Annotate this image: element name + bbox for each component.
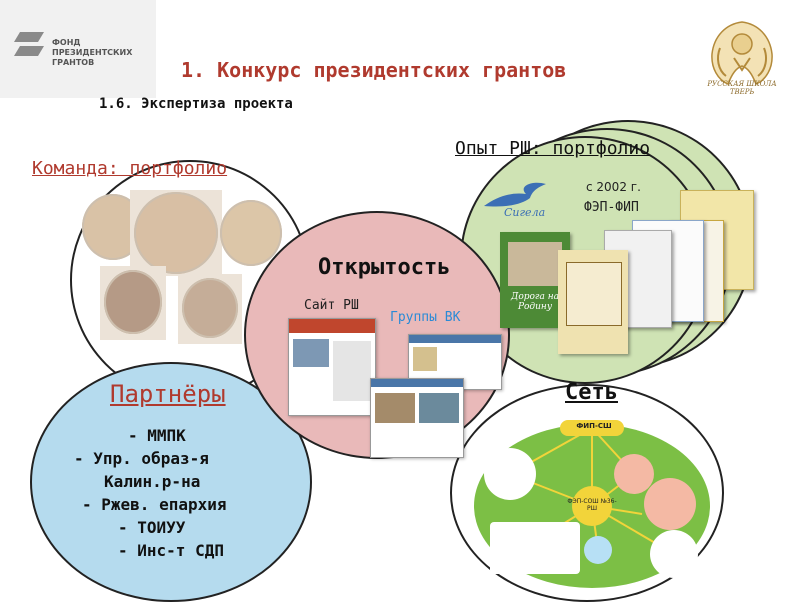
grant-fund-logo-icon [14, 32, 44, 56]
book-1-cover-image [508, 242, 562, 286]
logo-line-2: ПРЕЗИДЕНТСКИХ [52, 48, 133, 57]
site-screenshot-image [293, 339, 329, 367]
logo-line-1: ФОНД [52, 38, 81, 47]
team-heading: Команда: портфолио [32, 158, 228, 179]
vk-screenshot-2-image [375, 393, 415, 423]
partner-item: - ТОИУУ [118, 518, 186, 537]
book-2 [558, 250, 628, 354]
team-photo-4-portrait [104, 270, 162, 334]
experience-bird-logo: Сигела [478, 178, 558, 224]
page-title: 1. Конкурс президентских грантов [181, 58, 567, 82]
partners-heading: Партнёры [110, 380, 226, 408]
vk-groups-screenshot-2[interactable] [370, 378, 464, 458]
team-photo-3 [220, 200, 282, 266]
network-heading: Сеть [565, 380, 618, 405]
vk-screenshot-2-image-b [419, 393, 459, 423]
site-screenshot-text [333, 341, 371, 401]
bird-logo-text: Сигела [504, 206, 546, 219]
team-photo-5-portrait [182, 278, 238, 338]
partner-item: - Инс-т СДП [118, 541, 224, 560]
network-center-node: ФЭП-СОШ №36-РШ [567, 498, 617, 512]
groups-label: Группы ВК [390, 310, 461, 325]
grant-fund-logo: ФОНД ПРЕЗИДЕНТСКИХ ГРАНТОВ [0, 0, 156, 98]
partner-item: - Упр. образ-я [74, 449, 209, 468]
experience-heading: Опыт РШ: портфолио [455, 138, 651, 159]
site-screenshot[interactable] [288, 318, 376, 416]
bird-icon [484, 182, 546, 207]
team-photos [70, 190, 290, 350]
team-photo-5 [178, 274, 242, 344]
network-diagram [474, 420, 710, 588]
crest-caption: РУССКАЯ ШКОЛА ТВЕРЬ [704, 80, 780, 96]
russian-school-crest-icon [711, 21, 773, 85]
team-photo-2-portrait [134, 192, 218, 274]
team-photo-2 [130, 190, 222, 276]
book-1-title: Дорога на Родину [511, 292, 559, 312]
page-subtitle: 1.6. Экспертиза проекта [99, 96, 293, 112]
site-label: Сайт РШ [304, 298, 359, 313]
logo-line-3: ГРАНТОВ [52, 58, 95, 67]
partner-item: - Ржев. епархия [82, 495, 227, 514]
partner-item: Калин.р-на [104, 472, 201, 491]
vk-screenshot-header [409, 335, 501, 343]
experience-program: ФЭП-ФИП [584, 200, 639, 215]
book-2-cover-image [566, 262, 622, 326]
site-screenshot-header [289, 319, 375, 333]
vk-screenshot-2-header [371, 379, 463, 387]
team-photo-4 [100, 266, 166, 340]
experience-since: с 2002 г. [586, 180, 641, 194]
grant-fund-logo-text: ФОНД ПРЕЗИДЕНТСКИХ ГРАНТОВ [52, 38, 152, 68]
partners-list: - ММПК - Упр. образ-я Калин.р-на - Ржев.… [74, 424, 334, 562]
openness-heading: Открытость [318, 255, 451, 280]
crest-caption-line-1: РУССКАЯ ШКОЛА [707, 80, 777, 88]
vk-screenshot-avatar [413, 347, 437, 371]
crest-caption-line-2: ТВЕРЬ [729, 88, 755, 96]
partner-item: - ММПК [128, 426, 186, 445]
network-top-node: ФИП-СШ [576, 422, 612, 430]
